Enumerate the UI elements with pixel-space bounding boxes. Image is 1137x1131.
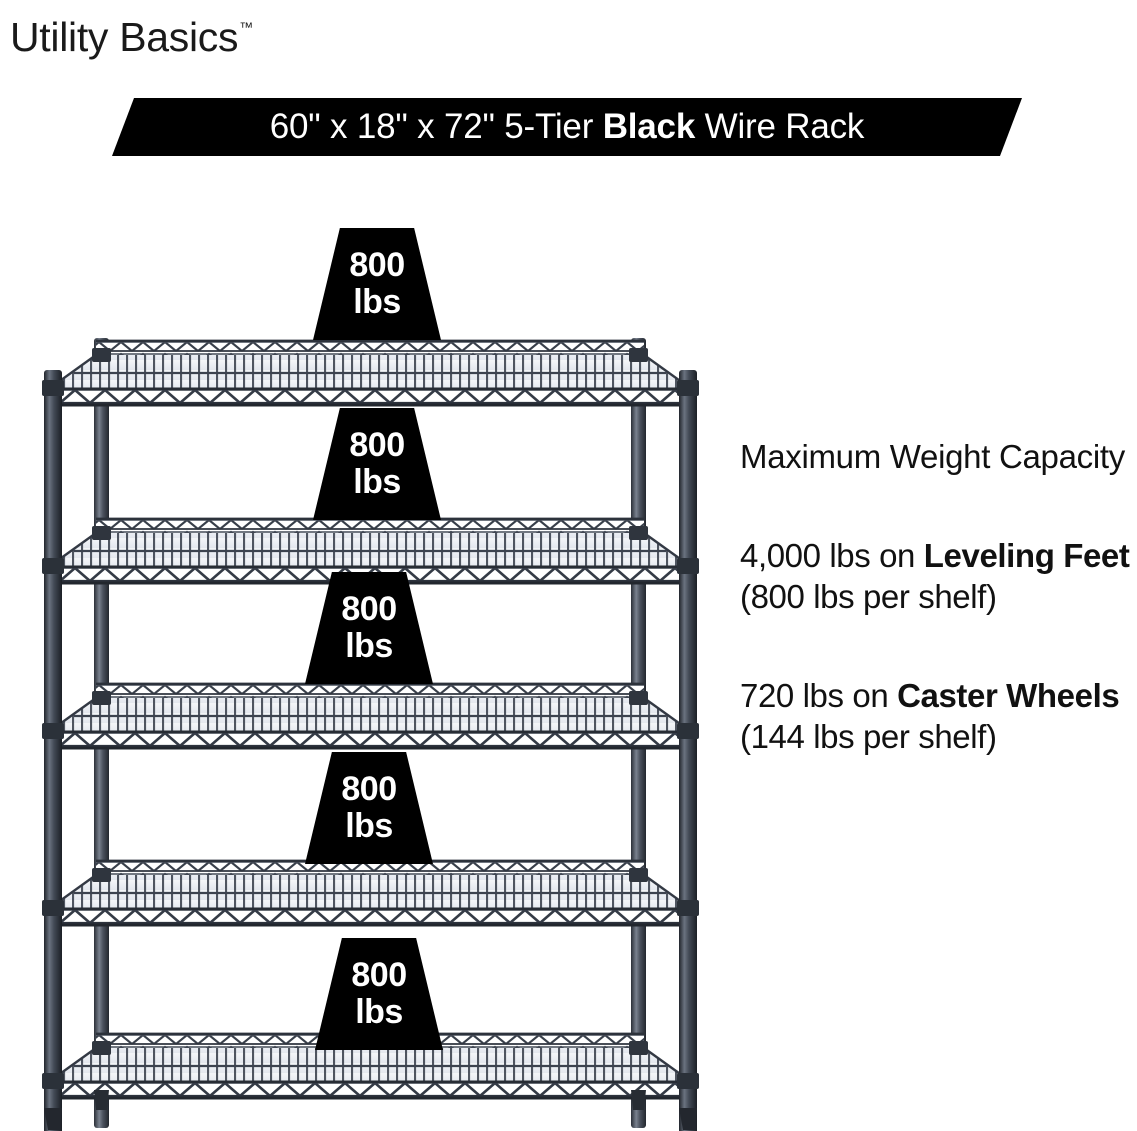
capacity-copy-block: Maximum Weight Capacity 4,000 lbs on Lev… bbox=[740, 436, 1137, 757]
weight-badge-unit: lbs bbox=[353, 283, 401, 321]
weight-badge-unit: lbs bbox=[345, 627, 393, 665]
caster-wheels-capacity: 720 lbs on Caster Wheels (144 lbs per sh… bbox=[740, 675, 1137, 757]
weight-badge: 800 lbs bbox=[305, 572, 433, 684]
leveling-lead: 4,000 lbs on bbox=[740, 537, 924, 574]
leveling-feet bbox=[44, 1090, 697, 1130]
banner-text-before: 60" x 18" x 72" 5-Tier bbox=[269, 106, 603, 146]
weight-badge-unit: lbs bbox=[353, 463, 401, 501]
weight-badge-value: 800 bbox=[341, 770, 397, 808]
capacity-headline: Maximum Weight Capacity bbox=[740, 438, 1125, 475]
leveling-feet-capacity: 4,000 lbs on Leveling Feet (800 lbs per … bbox=[740, 535, 1137, 617]
post-collars bbox=[42, 348, 699, 1089]
copy-spacer bbox=[740, 477, 1137, 535]
caster-tail: (144 lbs per shelf) bbox=[740, 718, 997, 755]
weight-badge-value: 800 bbox=[349, 426, 405, 464]
shelf-tier-3 bbox=[48, 681, 692, 751]
caster-lead: 720 lbs on bbox=[740, 677, 898, 714]
title-banner: 60" x 18" x 72" 5-Tier Black Wire Rack bbox=[112, 98, 1022, 156]
wire-rack-svg bbox=[42, 338, 699, 1131]
copy-spacer bbox=[740, 617, 1137, 675]
shelf-tier-4 bbox=[48, 858, 692, 928]
leveling-tail: (800 lbs per shelf) bbox=[740, 578, 997, 615]
caster-bold: Caster Wheels bbox=[897, 677, 1120, 714]
banner-text-after: Wire Rack bbox=[695, 106, 865, 146]
weight-badge-unit: lbs bbox=[355, 993, 403, 1031]
trademark-symbol: ™ bbox=[239, 19, 254, 35]
brand-logo: Utility Basics™ bbox=[10, 2, 253, 62]
title-banner-text: 60" x 18" x 72" 5-Tier Black Wire Rack bbox=[270, 109, 864, 146]
brand-name: Utility Basics bbox=[10, 14, 239, 60]
shelf-tier-1 bbox=[48, 338, 692, 408]
banner-text-bold: Black bbox=[602, 106, 696, 146]
weight-badge-value: 800 bbox=[351, 956, 407, 994]
weight-badge-value: 800 bbox=[341, 590, 397, 628]
weight-badge-unit: lbs bbox=[345, 807, 393, 845]
leveling-bold: Leveling Feet bbox=[923, 537, 1130, 574]
wire-rack-illustration bbox=[0, 318, 740, 1131]
weight-badge-value: 800 bbox=[349, 246, 405, 284]
weight-badge: 800 lbs bbox=[313, 228, 441, 340]
